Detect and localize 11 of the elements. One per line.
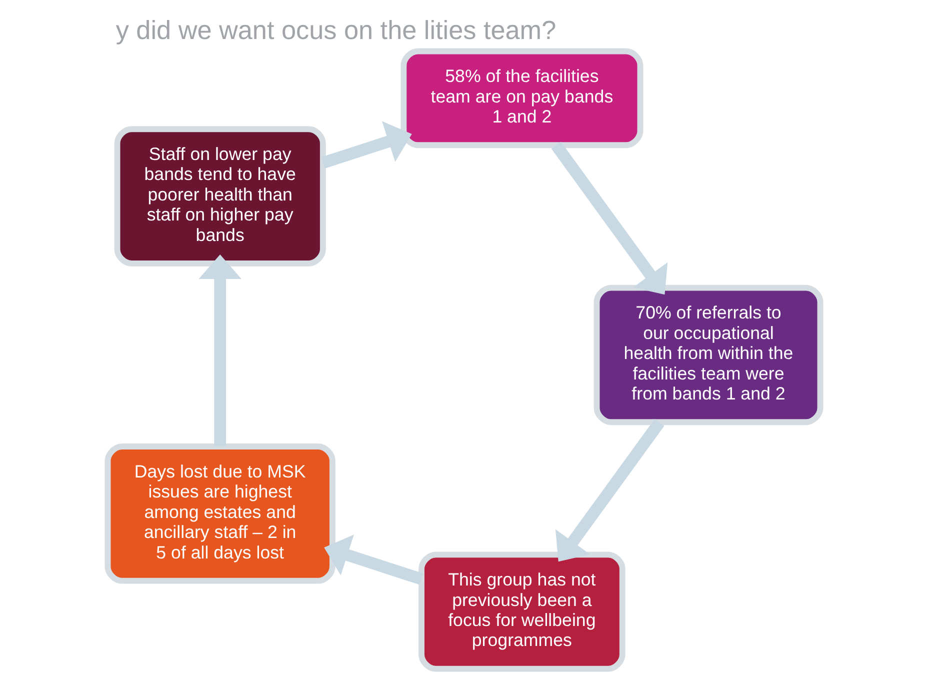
diagram-title: y did we want ocus on the lities team? (115, 14, 556, 45)
arrow (550, 142, 668, 295)
node-box: Staff on lower pay bands tend to have poorer health than staff on higher pay bands (114, 126, 326, 266)
node-box: 70% of referrals to our occupational health from within the facilities team were from bands 1 and 2 (593, 284, 823, 426)
arrow (198, 254, 242, 446)
node-box: This group has not previously been a focus for wellbeing programmes (418, 552, 625, 672)
node-box: 58% of the facilities team are on pay bands 1 and 2 (400, 48, 643, 148)
arrow (320, 121, 412, 168)
arrow (324, 534, 423, 585)
arrow (554, 418, 664, 562)
node-box: Days lost due to MSK issues are highest among estates and ancillary staff – 2 in 5 of all days lost (104, 444, 335, 584)
